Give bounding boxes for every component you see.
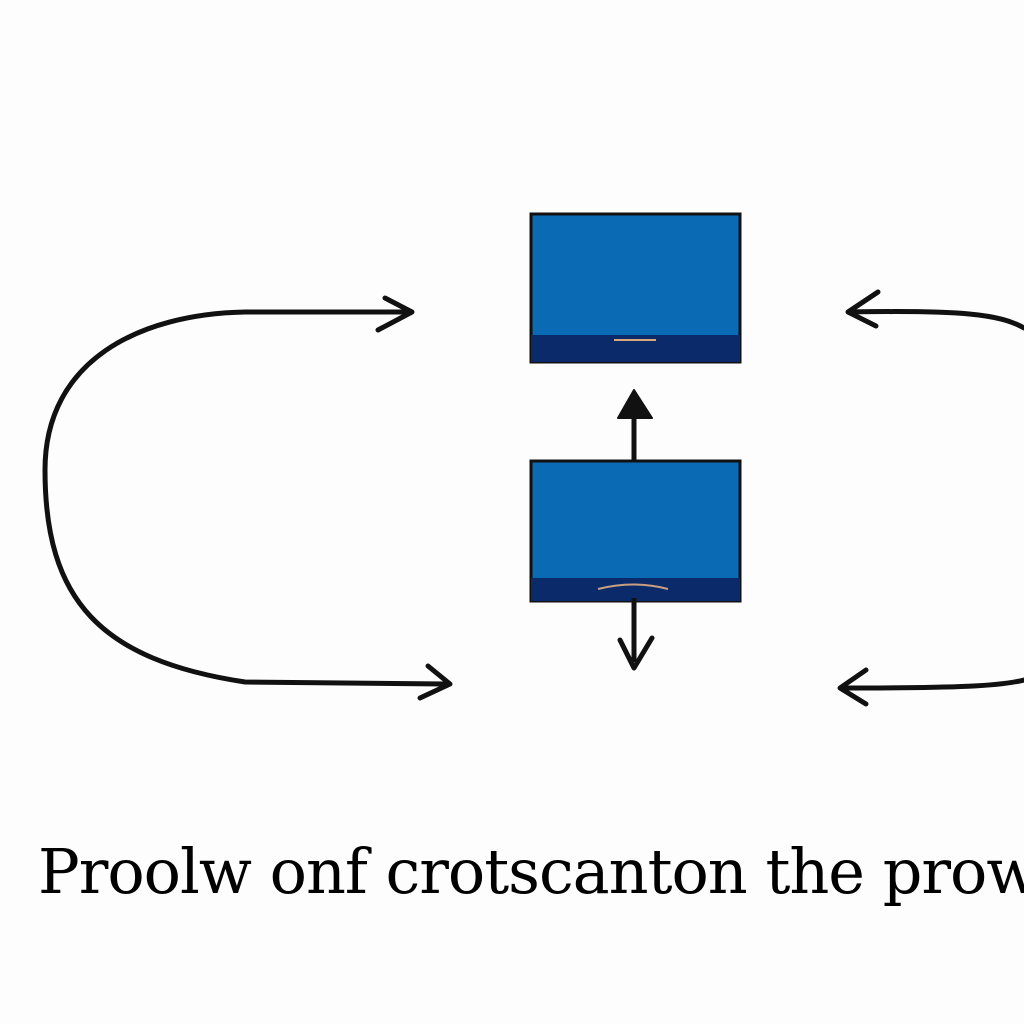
diagram-caption: Proolw onf crotscanton the prow — [38, 838, 1024, 907]
left-loop-arrow — [42, 309, 448, 687]
arrowhead-right-top-icon — [845, 289, 881, 329]
arrowhead-top-right-icon — [375, 295, 415, 333]
arrowhead-up-icon — [617, 389, 653, 419]
right-bottom-arrow — [839, 677, 1024, 691]
arrowhead-down-icon — [617, 635, 655, 671]
arrowhead-right-bottom-icon — [837, 667, 869, 707]
top-window — [529, 212, 742, 364]
arrowhead-bottom-right-icon — [417, 663, 453, 701]
right-top-arrow — [847, 309, 1024, 331]
bottom-window — [529, 459, 742, 603]
